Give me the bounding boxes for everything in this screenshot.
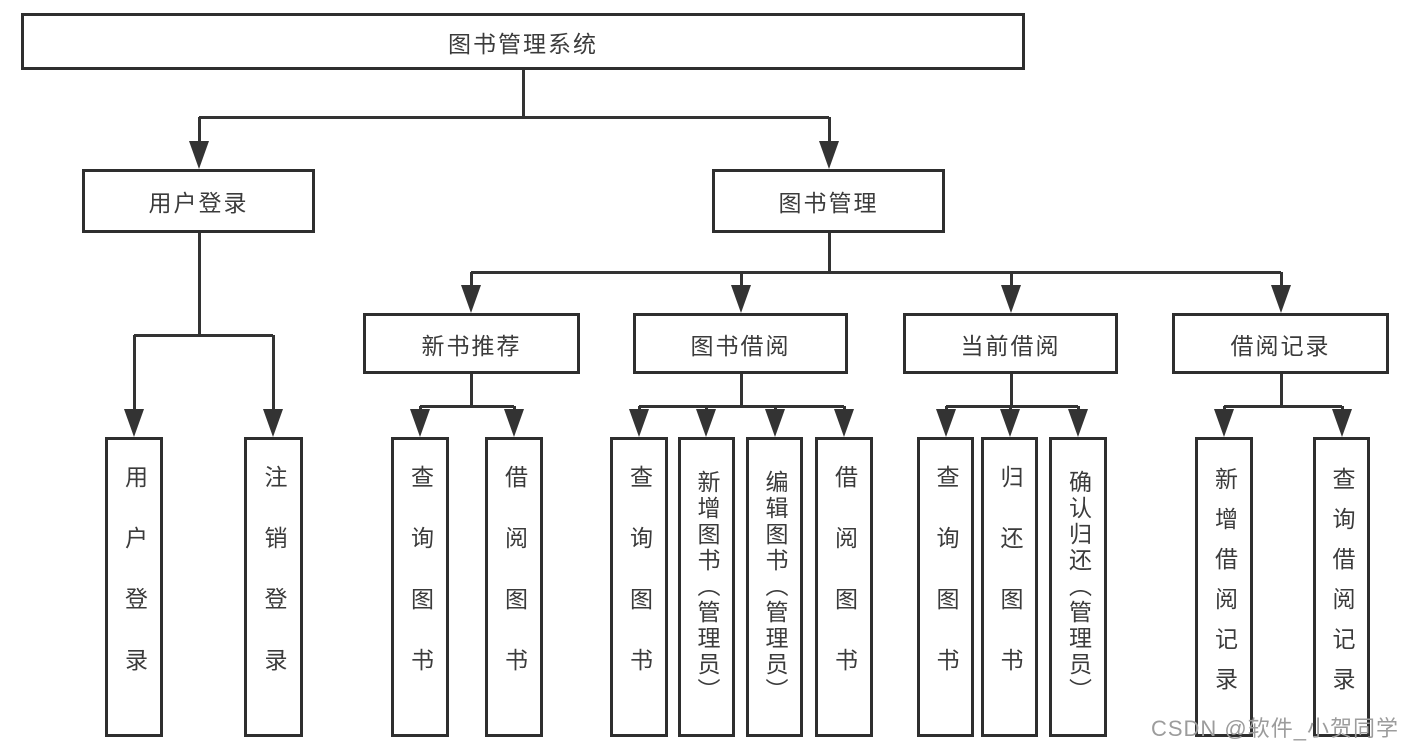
node-label-root: 图书管理系统 [448, 30, 598, 57]
node-edit-books-admin: 编辑图书（管理员） [746, 437, 803, 737]
connector-line-vertical [271, 335, 275, 411]
arrowhead-down-icon [504, 409, 524, 437]
node-label-confirm-return-admin: 确认归还（管理员） [1065, 470, 1092, 704]
arrowhead-down-icon [124, 409, 144, 437]
connector-line-vertical [469, 374, 473, 406]
node-new-book-rec: 新书推荐 [363, 313, 580, 374]
arrowhead-down-icon [765, 409, 785, 437]
arrowhead-down-icon [1000, 409, 1020, 437]
connector-line-horizontal [1224, 404, 1342, 408]
node-return-books: 归还图书 [981, 437, 1038, 737]
node-user-login-item: 用户登录 [105, 437, 163, 737]
connector-line-vertical [1279, 272, 1283, 287]
node-label-borrow-books-rec: 借阅图书 [501, 465, 528, 709]
arrowhead-down-icon [189, 141, 209, 169]
connector-line-vertical [132, 335, 136, 411]
arrowhead-down-icon [629, 409, 649, 437]
node-label-borrow-books-item: 借阅图书 [831, 465, 858, 709]
node-label-return-books: 归还图书 [997, 465, 1023, 709]
arrowhead-down-icon [461, 285, 481, 313]
arrowhead-down-icon [696, 409, 716, 437]
node-label-current-borrow: 当前借阅 [960, 332, 1061, 359]
node-borrow-books-item: 借阅图书 [815, 437, 873, 737]
node-query-books-current: 查询图书 [917, 437, 974, 737]
node-label-add-books-admin: 新增图书（管理员） [694, 470, 720, 704]
connector-line-vertical [739, 272, 743, 287]
node-query-borrow-record: 查询借阅记录 [1313, 437, 1370, 737]
node-label-query-books-rec: 查询图书 [407, 465, 434, 709]
node-add-books-admin: 新增图书（管理员） [678, 437, 735, 737]
node-root: 图书管理系统 [21, 13, 1025, 70]
node-label-edit-books-admin: 编辑图书（管理员） [762, 470, 788, 704]
node-label-query-books-borrow: 查询图书 [626, 465, 653, 709]
arrowhead-down-icon [1271, 285, 1291, 313]
arrowhead-down-icon [263, 409, 283, 437]
connector-line-vertical [739, 374, 743, 406]
node-label-logout-item: 注销登录 [261, 465, 287, 709]
arrowhead-down-icon [731, 285, 751, 313]
watermark: CSDN @软件_小贺同学 [1150, 716, 1399, 741]
node-book-mgmt: 图书管理 [712, 169, 945, 233]
connector-line-vertical [197, 117, 201, 143]
node-label-query-books-current: 查询图书 [933, 465, 959, 709]
connector-line-horizontal [134, 333, 273, 337]
connector-line-vertical [827, 233, 831, 272]
node-label-book-borrow: 图书借阅 [690, 332, 791, 359]
connector-line-horizontal [471, 270, 1281, 274]
connector-line-vertical [521, 70, 525, 117]
arrowhead-down-icon [1001, 285, 1021, 313]
node-label-user-login: 用户登录 [148, 190, 249, 216]
node-confirm-return-admin: 确认归还（管理员） [1049, 437, 1107, 737]
connector-line-horizontal [946, 404, 1078, 408]
node-label-new-book-rec: 新书推荐 [421, 332, 522, 359]
node-user-login: 用户登录 [82, 169, 315, 233]
connector-line-vertical [197, 233, 201, 335]
connector-line-vertical [1279, 374, 1283, 406]
arrowhead-down-icon [1332, 409, 1352, 437]
node-label-book-mgmt: 图书管理 [778, 190, 879, 216]
connector-line-horizontal [199, 115, 829, 119]
node-borrow-books-rec: 借阅图书 [485, 437, 543, 737]
node-logout-item: 注销登录 [244, 437, 303, 737]
node-current-borrow: 当前借阅 [903, 313, 1118, 374]
node-label-borrow-records: 借阅记录 [1230, 332, 1331, 359]
node-label-query-borrow-record: 查询借阅记录 [1329, 467, 1355, 707]
node-label-add-borrow-record: 新增借阅记录 [1211, 467, 1238, 707]
connector-line-horizontal [639, 404, 844, 408]
connector-line-vertical [1009, 374, 1013, 406]
node-borrow-records: 借阅记录 [1172, 313, 1389, 374]
node-add-borrow-record: 新增借阅记录 [1195, 437, 1253, 737]
arrowhead-down-icon [819, 141, 839, 169]
node-query-books-borrow: 查询图书 [610, 437, 668, 737]
arrowhead-down-icon [410, 409, 430, 437]
node-book-borrow: 图书借阅 [633, 313, 848, 374]
connector-line-vertical [469, 272, 473, 287]
connector-line-vertical [827, 117, 831, 143]
arrowhead-down-icon [936, 409, 956, 437]
node-query-books-rec: 查询图书 [391, 437, 449, 737]
arrowhead-down-icon [1214, 409, 1234, 437]
arrowhead-down-icon [1068, 409, 1088, 437]
connector-line-vertical [1009, 272, 1013, 287]
node-label-user-login-item: 用户登录 [121, 465, 148, 709]
arrowhead-down-icon [834, 409, 854, 437]
connector-line-horizontal [420, 404, 514, 408]
